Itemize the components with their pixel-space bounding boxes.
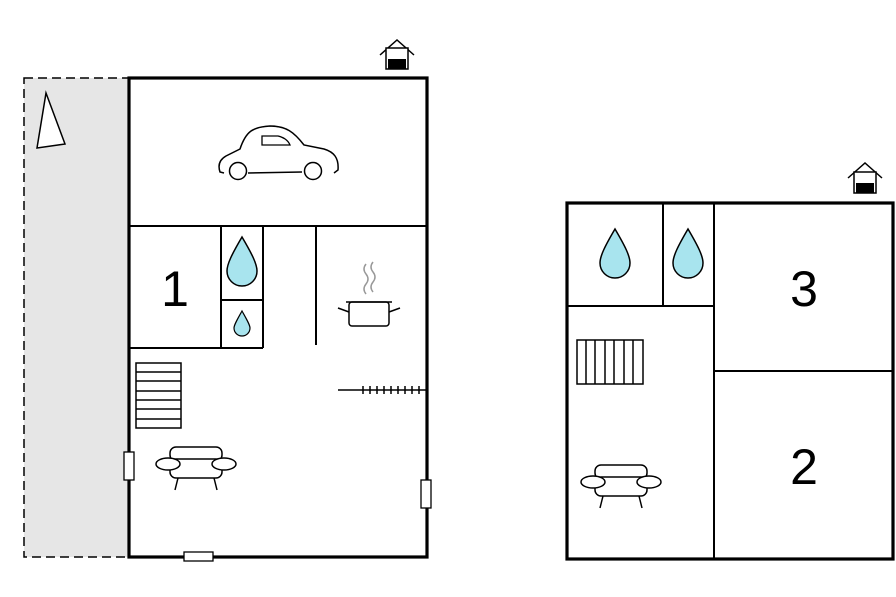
ground-floor-outline <box>127 76 429 559</box>
room-label: 1 <box>161 261 189 317</box>
window-icon <box>183 551 214 562</box>
water-drop-icon <box>599 227 631 279</box>
entrance-icon <box>379 38 415 70</box>
entrance-icon <box>847 161 883 194</box>
terrace-area <box>23 77 130 558</box>
upper-floor: 3 2 <box>565 161 895 561</box>
kitchen-counter <box>338 386 427 394</box>
room-label: 2 <box>790 439 818 495</box>
cooking-pot-icon <box>337 261 401 327</box>
water-drop-icon <box>226 235 258 287</box>
stairs-icon <box>135 362 182 429</box>
north-arrow-icon <box>36 90 67 149</box>
car-icon <box>218 125 339 181</box>
ground-floor: 1 <box>23 38 432 562</box>
water-drop-icon <box>672 227 704 279</box>
room-label: 3 <box>790 261 818 317</box>
window-icon <box>420 479 432 509</box>
window-icon <box>123 451 135 481</box>
sofa-icon <box>580 464 662 509</box>
upper-floor-outline <box>565 201 895 561</box>
sofa-icon <box>155 446 237 491</box>
stairs-icon <box>576 339 644 385</box>
water-drop-icon <box>233 309 251 337</box>
